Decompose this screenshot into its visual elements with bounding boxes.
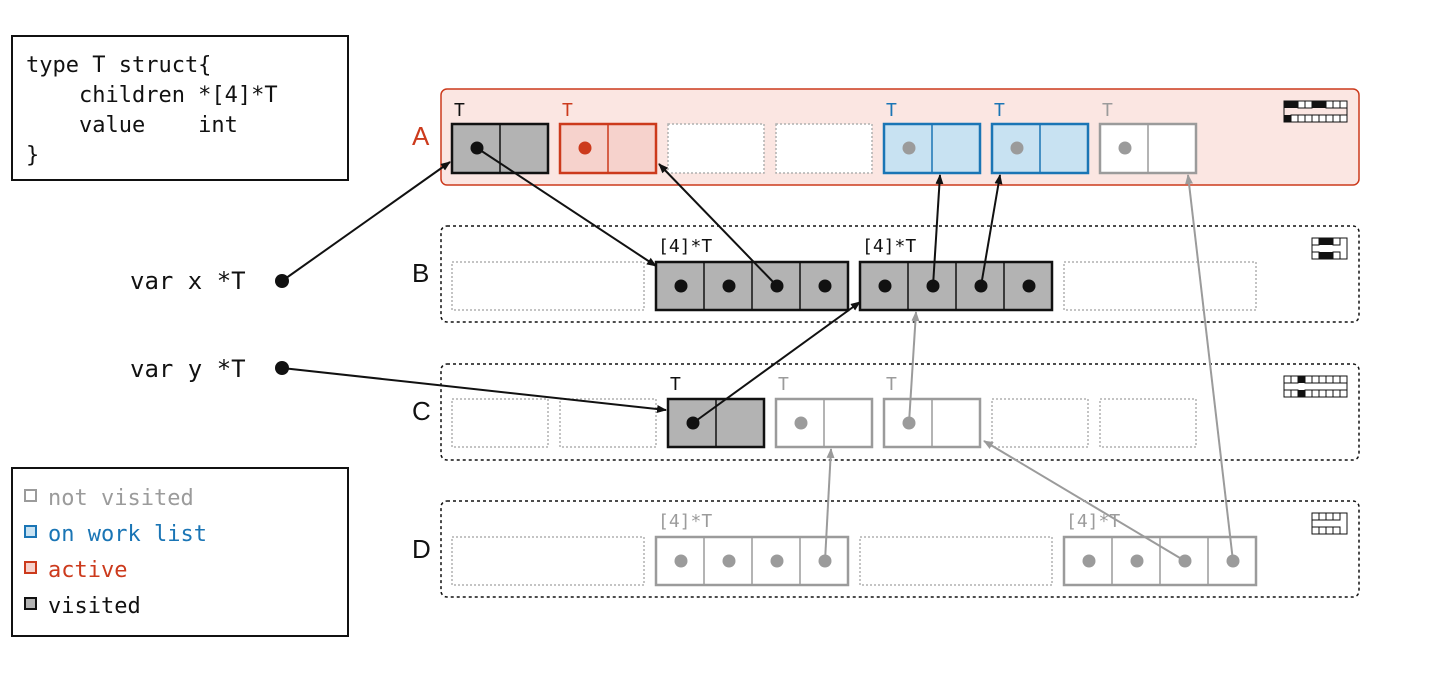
arrow-d2-to-c4 bbox=[824, 448, 835, 562]
pointer-arrows-untraced bbox=[824, 174, 1234, 562]
object-d2-type: [4]*T bbox=[658, 511, 712, 532]
span-d-bitmap-icon bbox=[1311, 512, 1348, 535]
empty-slot-d3 bbox=[859, 536, 1053, 586]
object-b2-type: [4]*T bbox=[658, 236, 712, 257]
span-c-label: C bbox=[412, 396, 431, 426]
object-c3-type: T bbox=[670, 374, 681, 395]
var-x-label: var x *T bbox=[130, 267, 246, 295]
legend-label-not-visited: not visited bbox=[48, 486, 194, 511]
empty-slot-a3 bbox=[667, 123, 765, 174]
arrow-c3-to-b3 bbox=[692, 301, 861, 424]
empty-slot-d1 bbox=[451, 536, 645, 586]
span-d-label: D bbox=[412, 534, 431, 564]
code-line-3: value int bbox=[26, 113, 238, 138]
code-box: type T struct{ children *[4]*T value int… bbox=[11, 35, 349, 181]
legend-label-on-work-list: on work list bbox=[48, 522, 207, 547]
span-a-label: A bbox=[412, 121, 430, 151]
object-c4-type: T bbox=[778, 374, 789, 395]
legend-label-visited: visited bbox=[48, 594, 141, 619]
object-c5-type: T bbox=[886, 374, 897, 395]
arrow-d4-to-a7 bbox=[1185, 174, 1234, 562]
span-c-bitmap-icon bbox=[1283, 375, 1348, 398]
empty-slot-c1 bbox=[451, 398, 549, 448]
empty-slot-c7 bbox=[1099, 398, 1197, 448]
object-a2-type: T bbox=[562, 100, 573, 121]
object-a1-type: T bbox=[454, 100, 465, 121]
arrow-a1-to-b2 bbox=[476, 147, 657, 267]
empty-slot-c6 bbox=[991, 398, 1089, 448]
arrow-b3-to-a6 bbox=[980, 174, 1003, 287]
arrow-d4-to-c5 bbox=[983, 440, 1186, 562]
legend-box: not visited on work list active visited bbox=[11, 467, 349, 637]
span-b: B [4]*T [4]*T bbox=[412, 225, 1360, 323]
span-d: D [4]*T [4]*T bbox=[412, 500, 1360, 598]
legend-swatch-visited bbox=[24, 597, 37, 610]
arrow-c5-to-b3 bbox=[908, 311, 920, 424]
legend-swatch-active bbox=[24, 561, 37, 574]
var-y-label: var y *T bbox=[130, 355, 246, 383]
legend-swatch-not-visited bbox=[24, 489, 37, 502]
object-d4-type: [4]*T bbox=[1066, 511, 1120, 532]
legend-label-active: active bbox=[48, 558, 127, 583]
span-b-bitmap-icon bbox=[1311, 237, 1348, 260]
code-line-2: children *[4]*T bbox=[26, 83, 278, 108]
span-a-bitmap-icon bbox=[1283, 100, 1348, 123]
code-line-4: } bbox=[26, 143, 39, 168]
empty-slot-b1 bbox=[451, 261, 645, 311]
span-b-label: B bbox=[412, 258, 429, 288]
code-line-1: type T struct{ bbox=[26, 53, 211, 78]
empty-slot-c2 bbox=[559, 398, 657, 448]
arrow-b2-to-a2 bbox=[658, 163, 778, 287]
object-a7-type: T bbox=[1102, 100, 1113, 121]
arrow-y-to-c3 bbox=[281, 367, 667, 413]
empty-slot-b4 bbox=[1063, 261, 1257, 311]
object-a6-type: T bbox=[994, 100, 1005, 121]
empty-slot-a4 bbox=[775, 123, 873, 174]
arrow-b3-to-a5 bbox=[932, 174, 944, 287]
arrow-x-to-a1 bbox=[281, 161, 451, 282]
pointer-arrows-traced bbox=[281, 147, 1003, 424]
span-a: A T T T bbox=[412, 88, 1360, 186]
object-b3-type: [4]*T bbox=[862, 236, 916, 257]
object-a5-type: T bbox=[886, 100, 897, 121]
legend-swatch-on-work-list bbox=[24, 525, 37, 538]
span-c: C T T T bbox=[412, 363, 1360, 461]
